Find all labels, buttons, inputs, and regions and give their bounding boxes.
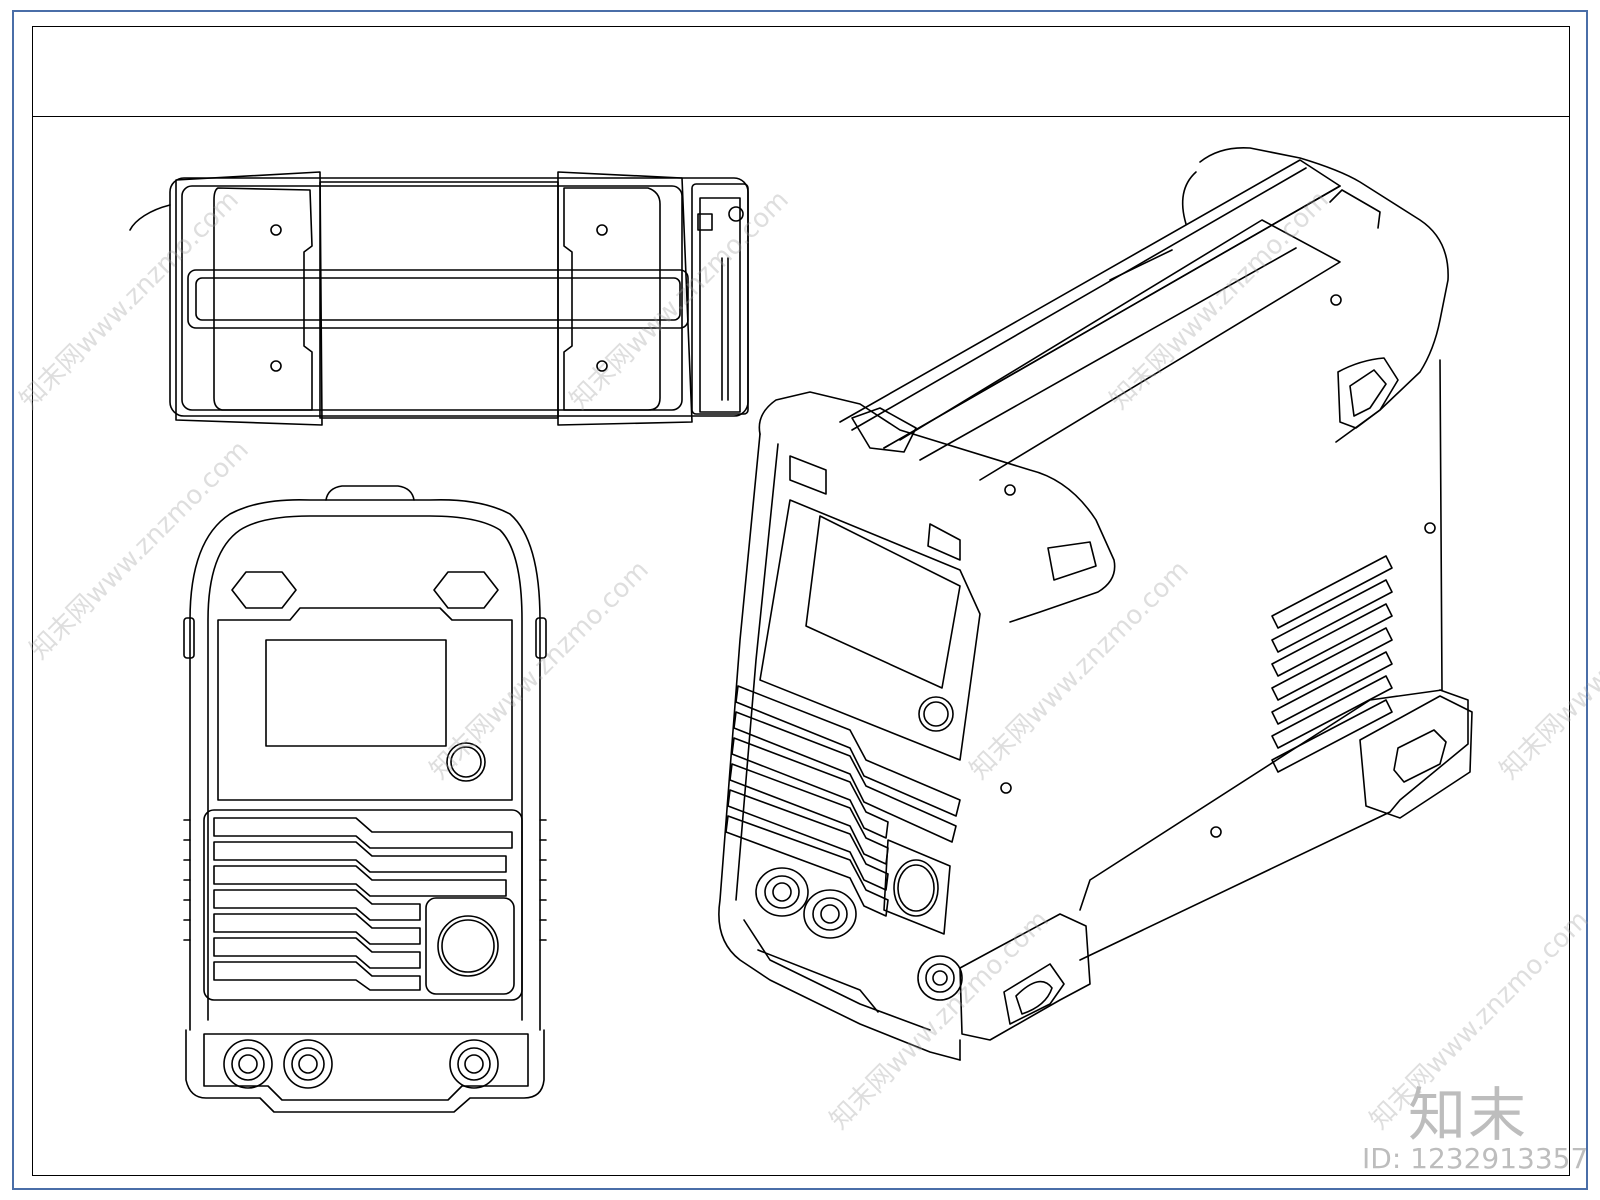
front-bumper [758, 391, 1116, 623]
screw-hole [1004, 484, 1016, 496]
vent-panel [203, 809, 523, 1001]
side-vents [1271, 555, 1393, 773]
front-vents [725, 685, 961, 917]
screw-hole [596, 360, 608, 372]
terminal-negative [803, 889, 857, 939]
screw-hole [270, 360, 282, 372]
terminal-positive [223, 1039, 273, 1089]
front-frame [189, 498, 541, 1031]
front-view [183, 485, 547, 1113]
handle-grip-slot [1047, 541, 1097, 581]
outer-frame [12, 10, 1588, 1190]
screw-hole [1330, 294, 1342, 306]
front-frame-left [718, 433, 961, 1061]
handle-bar [187, 269, 689, 329]
display-screen [265, 639, 447, 747]
terminal-positive [755, 867, 809, 917]
top-lug [325, 485, 415, 501]
terminal-aux [449, 1039, 499, 1089]
cable [129, 204, 171, 231]
isometric-view [718, 146, 1473, 1061]
output-terminals [755, 867, 963, 1001]
terminal-aux [917, 955, 963, 1001]
control-knob [446, 742, 486, 782]
display-screen [805, 515, 961, 689]
rear-bumper [1199, 146, 1449, 443]
watermark-id: ID: 1232913357 [1362, 1142, 1589, 1175]
left-bumper [175, 171, 323, 426]
front-face-upper [759, 499, 981, 761]
main-socket [893, 859, 939, 917]
screw-hole [270, 224, 282, 236]
output-terminals [223, 1039, 499, 1089]
control-knob [918, 696, 954, 732]
top-view [129, 171, 749, 426]
title-block-divider [32, 116, 1570, 117]
handle-bar [839, 159, 1341, 449]
drawing-border [32, 26, 1570, 1176]
rear-panel [691, 183, 749, 415]
terminal-negative [283, 1039, 333, 1089]
watermark-logo: 知末 [1408, 1081, 1529, 1149]
main-socket [437, 915, 499, 977]
screw-hole [596, 224, 608, 236]
vent-slots [213, 817, 513, 991]
